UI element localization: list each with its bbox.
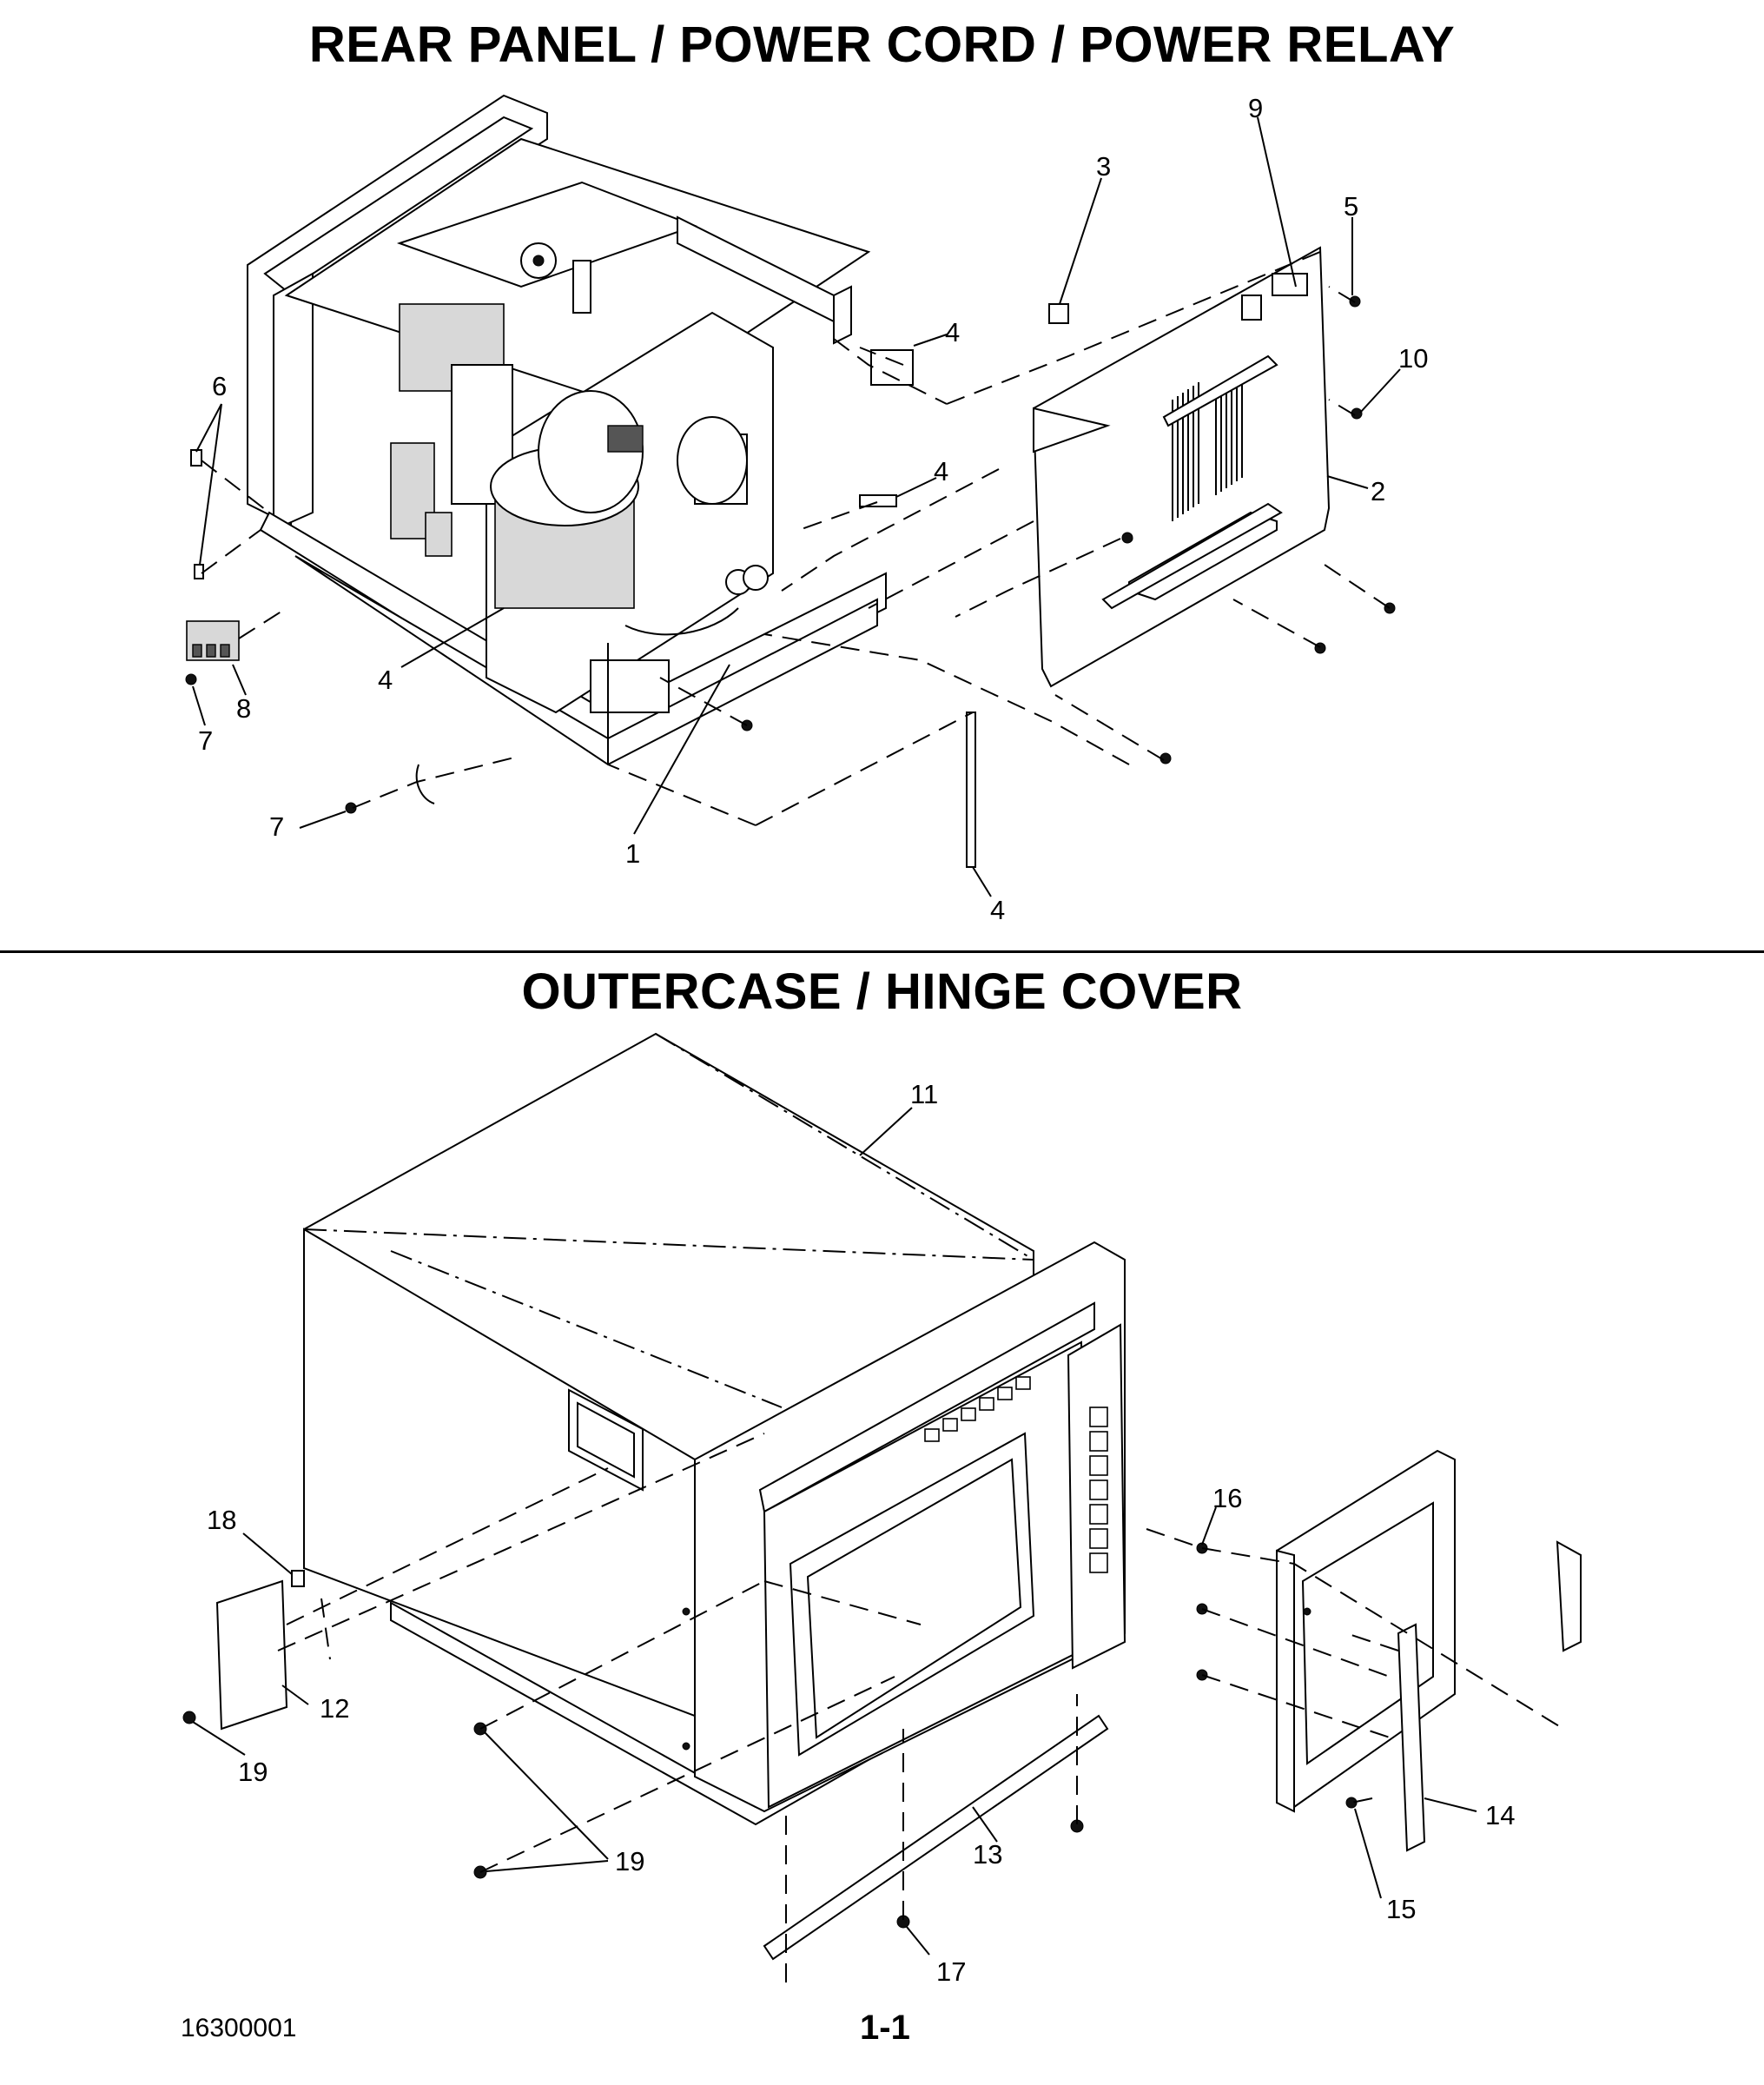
callout-7a: 7	[198, 725, 213, 756]
gasket-strip-part	[859, 494, 897, 507]
callout-6: 6	[212, 371, 227, 401]
hinge-rail-part	[763, 1714, 1109, 1961]
assembly-lines-top	[201, 251, 1391, 826]
oven-chassis-drawing	[247, 94, 887, 766]
callout-11: 11	[910, 1079, 938, 1109]
ground-wire-part	[415, 764, 435, 804]
access-cover-part	[215, 1579, 288, 1731]
callout-9: 9	[1248, 93, 1263, 123]
callout-4c: 4	[378, 665, 393, 695]
screw-icon	[1121, 532, 1133, 544]
document-number: 16300001	[181, 2014, 297, 2042]
clip-part	[291, 1570, 305, 1587]
callout-15: 15	[1386, 1894, 1416, 1924]
callout-13: 13	[973, 1839, 1002, 1870]
page-number: 1-1	[860, 2009, 910, 2047]
callout-14: 14	[1485, 1800, 1515, 1830]
callout-7b: 7	[269, 811, 284, 842]
callout-10: 10	[1398, 343, 1428, 374]
callout-4b: 4	[934, 456, 948, 486]
door-drawing	[1276, 1449, 1582, 1813]
gasket-long-part	[966, 712, 976, 868]
callout-labels-bottom: 11 16 18 12 19 19 13 14 15 17	[207, 1079, 1515, 1987]
callout-2: 2	[1371, 476, 1385, 506]
leader-lines-top	[192, 116, 1401, 897]
small-parts-top	[185, 295, 1396, 868]
clip-part-upper	[190, 449, 202, 467]
screw-icon	[1345, 1797, 1358, 1809]
section-divider	[0, 950, 1764, 953]
callout-18: 18	[207, 1505, 236, 1535]
callout-4d: 4	[990, 895, 1005, 925]
callout-17: 17	[936, 1956, 966, 1987]
callout-labels-top: 9 3 5 10 4 4 2 6 4 8 7 7 1 4	[198, 93, 1428, 925]
screw-icon	[185, 673, 197, 685]
callout-8: 8	[236, 693, 251, 724]
callout-16: 16	[1212, 1483, 1242, 1513]
outercase-section-title: OUTERCASE / HINGE COVER	[521, 963, 1243, 1020]
outercase-drawing	[303, 1032, 1126, 1826]
screw-icon	[182, 1711, 196, 1724]
leader-lines-bottom	[192, 1107, 1477, 1956]
hinge-cover-drawing	[1397, 1623, 1426, 1852]
callout-19a: 19	[238, 1757, 268, 1787]
gasket-part	[870, 349, 914, 386]
clip-part-lower	[194, 564, 204, 579]
assembly-lines-bottom	[277, 1433, 1564, 1985]
callout-12: 12	[320, 1693, 349, 1724]
callout-4a: 4	[945, 317, 960, 348]
rear-panel-section-title: REAR PANEL / POWER CORD / POWER RELAY	[308, 17, 1456, 73]
rear-panel-drawing	[1032, 246, 1331, 688]
screw-icon	[345, 802, 357, 814]
relay-bracket-part	[1048, 303, 1069, 324]
callout-3: 3	[1096, 151, 1111, 182]
callout-19b: 19	[615, 1846, 644, 1876]
callout-1: 1	[625, 838, 640, 869]
callout-5: 5	[1344, 191, 1358, 222]
